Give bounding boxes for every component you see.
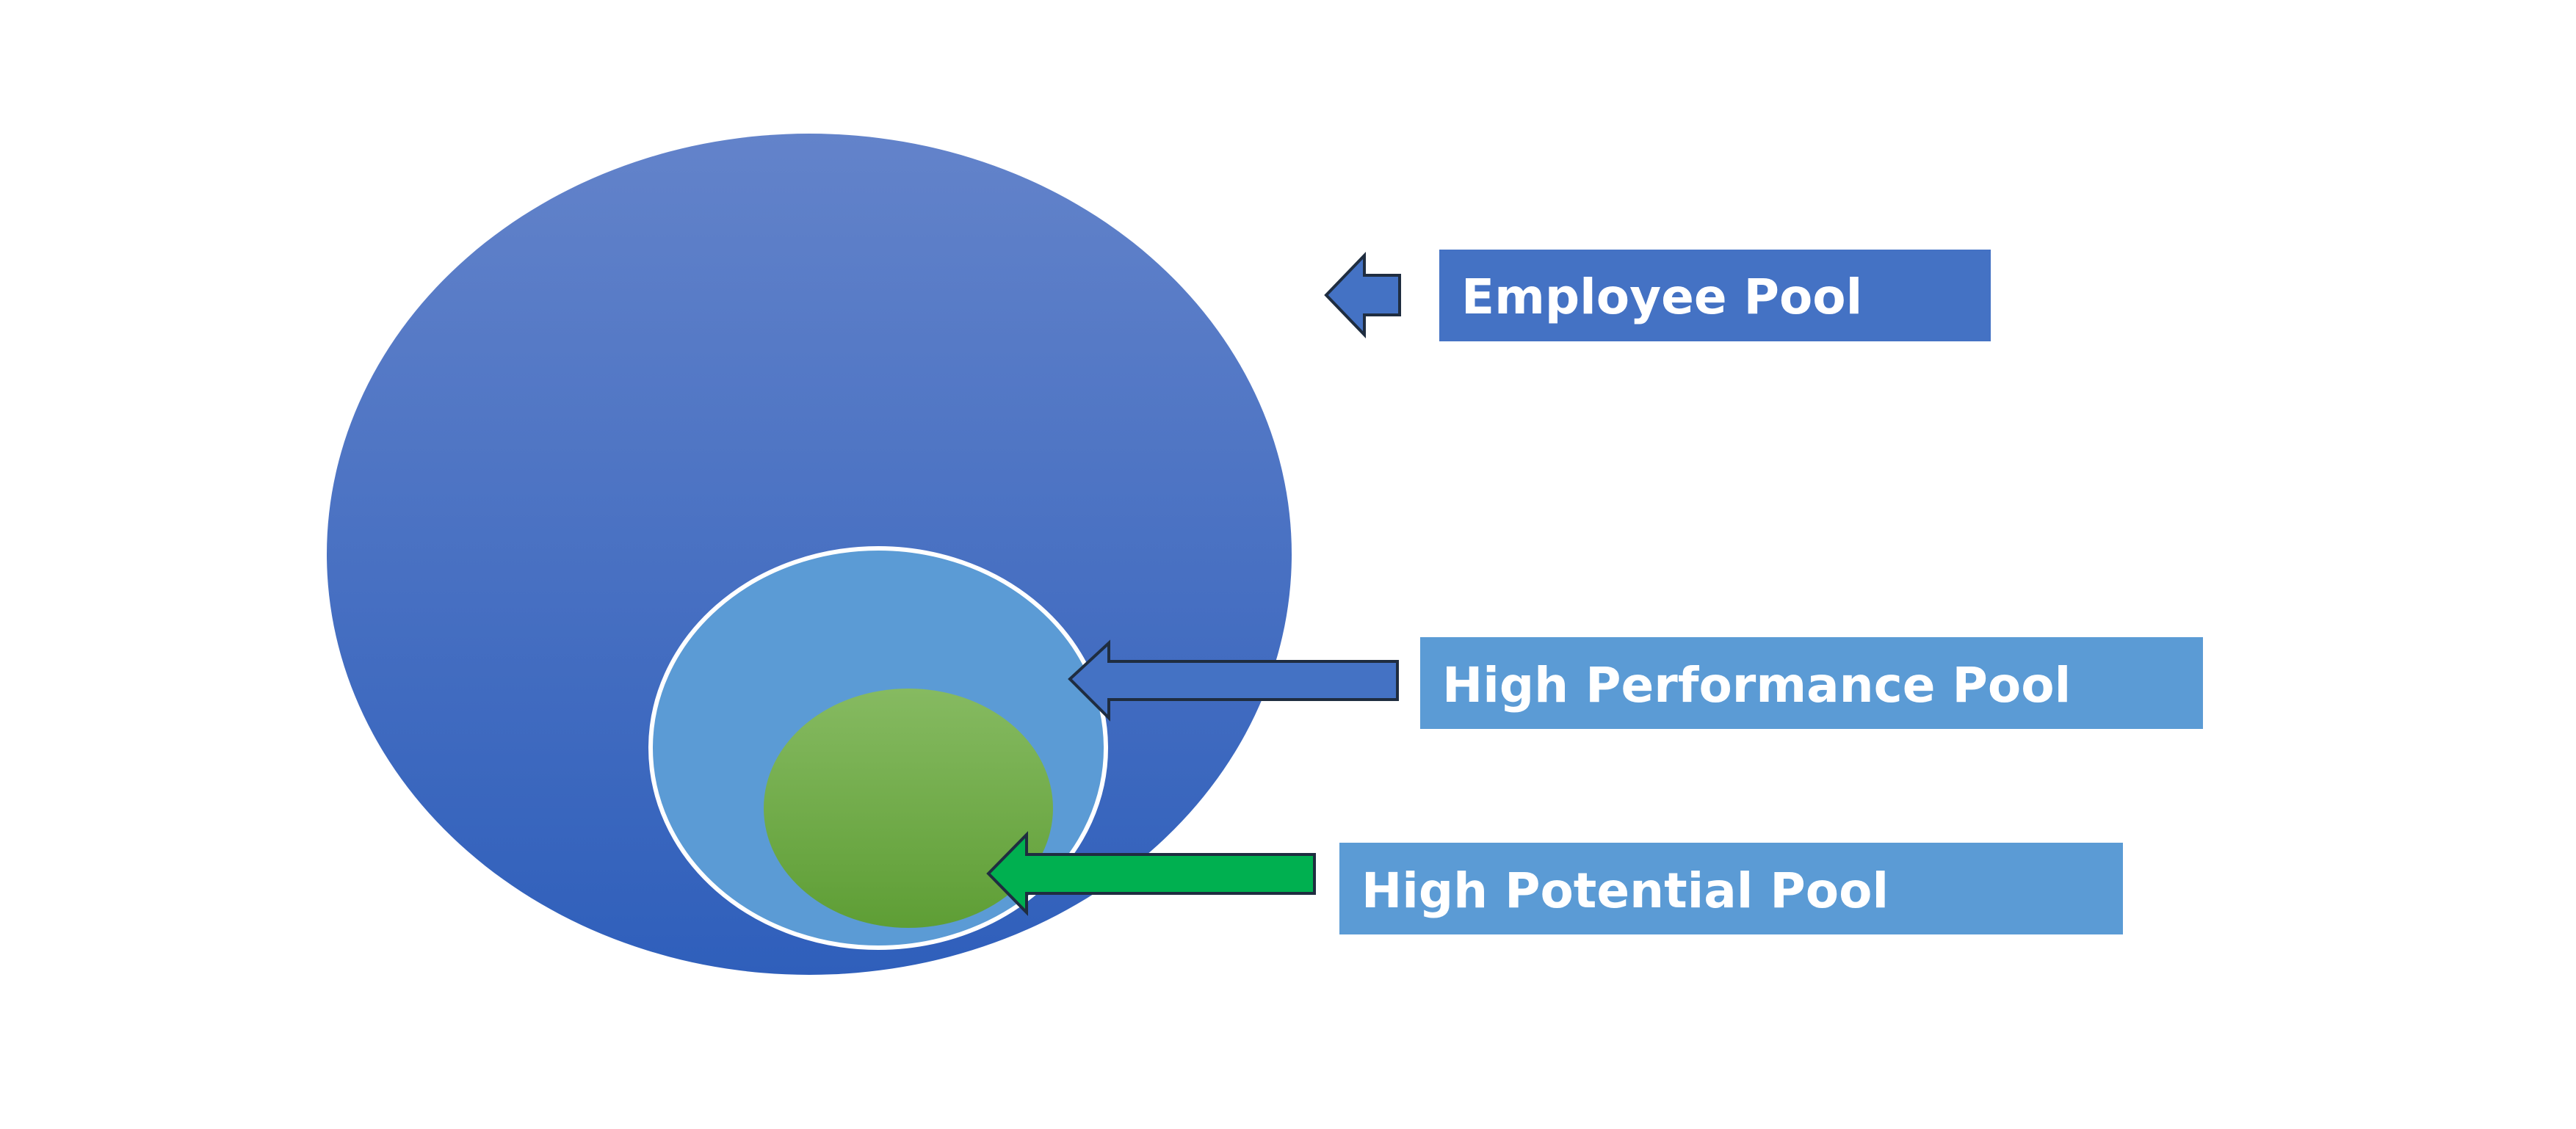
high-potential-pool-label-box: High Potential Pool: [1339, 843, 2123, 934]
high-performance-pool-label: High Performance Pool: [1442, 657, 2071, 714]
employee-pool-arrow: [1324, 252, 1401, 338]
employee-pool-label-box: Employee Pool: [1439, 250, 1991, 341]
high-potential-pool-circle: [764, 689, 1053, 928]
employee-pool-label: Employee Pool: [1461, 269, 1862, 325]
high-potential-pool-arrow: [986, 831, 1316, 916]
high-potential-pool-label: High Potential Pool: [1361, 863, 1889, 919]
high-performance-pool-label-box: High Performance Pool: [1420, 637, 2203, 729]
high-performance-pool-arrow: [1068, 639, 1399, 722]
